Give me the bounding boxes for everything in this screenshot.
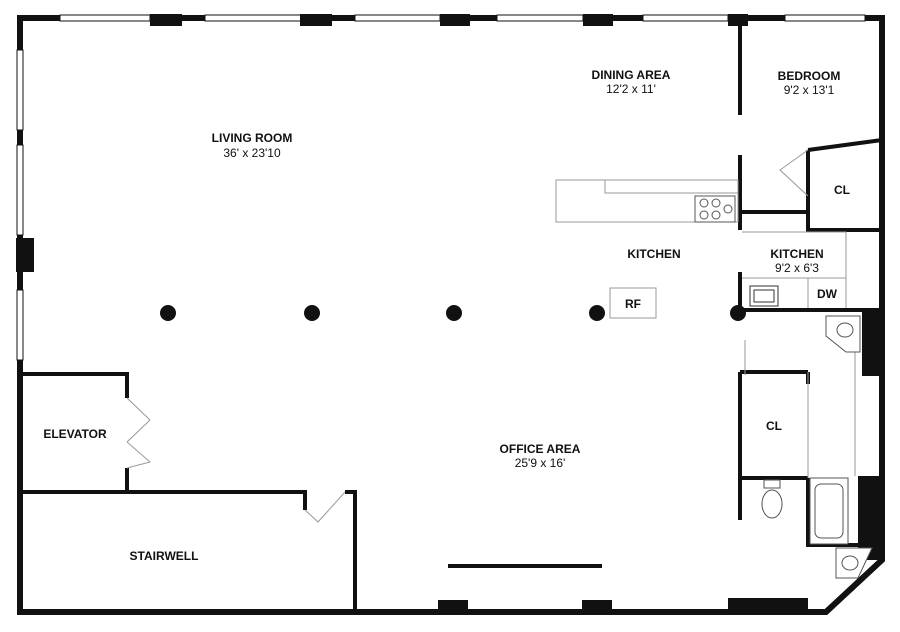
hall-closet-label: CL	[766, 419, 782, 433]
office-area-dims: 25'9 x 16'	[515, 456, 566, 470]
dining-area-name: DINING AREA	[592, 68, 671, 82]
columns	[160, 305, 746, 321]
column	[446, 305, 462, 321]
kitchen-dims: 9'2 x 6'3	[775, 261, 819, 275]
bedroom-name: BEDROOM	[778, 69, 841, 83]
column	[304, 305, 320, 321]
refrigerator: RF	[609, 287, 657, 319]
kitchen-open-label: KITCHEN	[627, 247, 680, 261]
interior-walls	[20, 18, 883, 612]
dishwasher-label: DW	[817, 287, 838, 301]
living-room-dims: 36' x 23'10	[223, 146, 281, 160]
elevator-label: ELEVATOR	[43, 427, 107, 441]
room-labels: LIVING ROOM 36' x 23'10 DINING AREA 12'2…	[43, 68, 850, 563]
kitchen-sink	[749, 285, 779, 307]
bedroom-dims: 9'2 x 13'1	[784, 83, 835, 97]
refrigerator-label: RF	[625, 297, 641, 311]
column	[589, 305, 605, 321]
column	[160, 305, 176, 321]
dining-area-dims: 12'2 x 11'	[606, 82, 656, 96]
kitchen-name: KITCHEN	[770, 247, 823, 261]
bathroom-fixtures	[761, 315, 873, 579]
living-room-name: LIVING ROOM	[212, 131, 293, 145]
bedroom-closet-label: CL	[834, 183, 850, 197]
office-area-name: OFFICE AREA	[500, 442, 581, 456]
stove	[694, 195, 736, 223]
fixtures	[126, 149, 856, 523]
column	[730, 305, 746, 321]
stairwell-label: STAIRWELL	[130, 549, 199, 563]
